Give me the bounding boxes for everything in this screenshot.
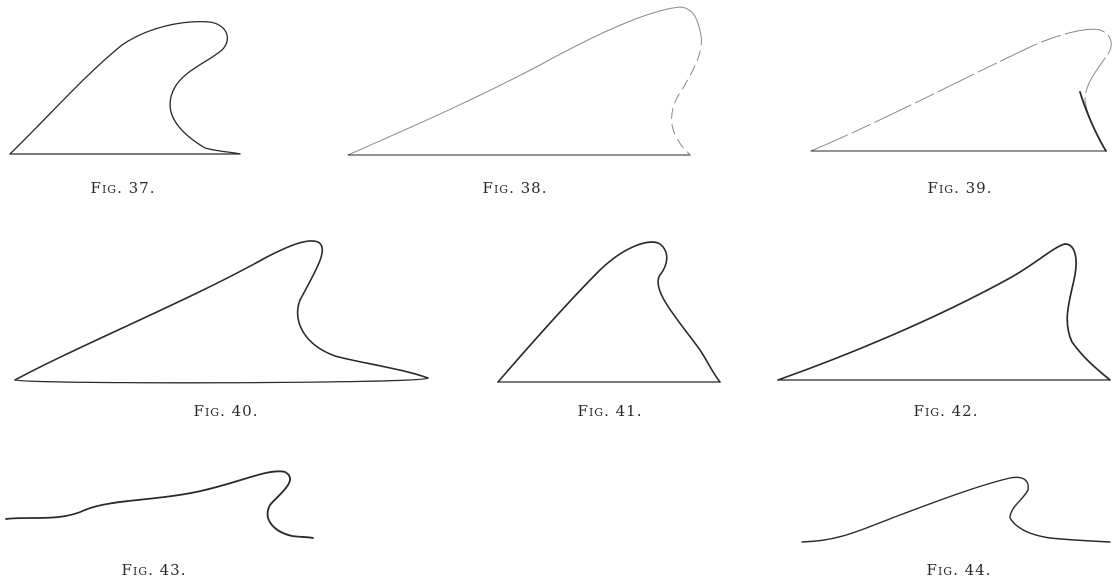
fig-37-caption: Fig. 37. — [90, 179, 156, 197]
fig-39-outline — [810, 28, 1112, 152]
fig-44-outline — [801, 476, 1111, 543]
fig-40-outline — [14, 240, 429, 384]
fig-38-outline — [347, 6, 702, 156]
fig-37-outline — [9, 20, 241, 155]
fig-44-caption: Fig. 44. — [926, 561, 992, 579]
fig-39-caption: Fig. 39. — [927, 179, 993, 197]
fig-40-caption: Fig. 40. — [193, 402, 259, 420]
fig-41-caption: Fig. 41. — [577, 402, 643, 420]
fig-42-caption: Fig. 42. — [913, 402, 979, 420]
fig-43-outline — [5, 470, 314, 539]
fig-42-outline — [777, 243, 1111, 381]
fig-43-caption: Fig. 43. — [121, 561, 187, 579]
fig-41-outline — [497, 241, 721, 383]
fig-38-caption: Fig. 38. — [482, 179, 548, 197]
